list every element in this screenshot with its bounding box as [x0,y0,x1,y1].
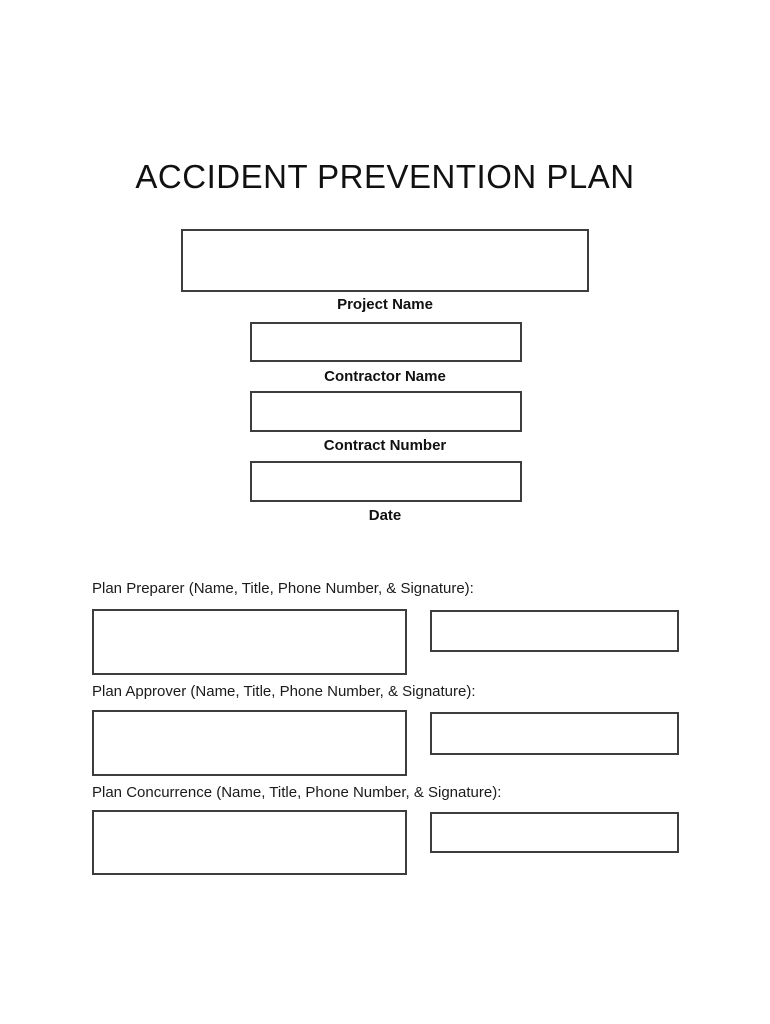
plan-concurrence-info-input[interactable] [92,810,407,875]
plan-preparer-signature-input[interactable] [430,610,679,652]
date-label: Date [368,507,402,524]
plan-preparer-label: Plan Preparer (Name, Title, Phone Number… [92,580,474,597]
project-name-label: Project Name [337,296,433,313]
contract-number-label: Contract Number [323,437,447,454]
plan-concurrence-signature-input[interactable] [430,812,679,853]
plan-preparer-info-input[interactable] [92,609,407,675]
project-name-input[interactable] [181,229,589,292]
contractor-name-input[interactable] [250,322,522,362]
contractor-name-label: Contractor Name [324,368,446,385]
plan-concurrence-label: Plan Concurrence (Name, Title, Phone Num… [92,784,502,801]
plan-approver-signature-input[interactable] [430,712,679,755]
plan-approver-info-input[interactable] [92,710,407,776]
page-title: ACCIDENT PREVENTION PLAN [135,158,635,195]
contract-number-input[interactable] [250,391,522,432]
date-input[interactable] [250,461,522,502]
plan-approver-label: Plan Approver (Name, Title, Phone Number… [92,683,476,700]
